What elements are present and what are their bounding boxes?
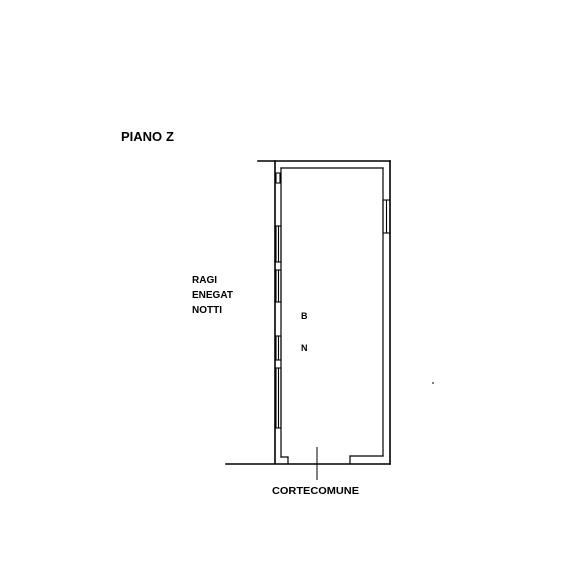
side-label-line-3: NOTTI [192, 305, 222, 316]
courtyard-label: CORTECOMUNE [272, 485, 359, 497]
side-label-line-2: ENEGAT [192, 290, 233, 301]
side-label-line-1: RAGI [192, 275, 217, 286]
right-wall-window [382, 199, 391, 234]
room-code-1: B [301, 311, 308, 321]
floor-number: Z [166, 129, 174, 144]
left-wall-openings [275, 172, 282, 429]
room-code-2: N [301, 343, 308, 353]
left-opening-1 [275, 172, 281, 184]
floor-label: PIANO [121, 129, 162, 144]
room-walls [225, 160, 391, 465]
